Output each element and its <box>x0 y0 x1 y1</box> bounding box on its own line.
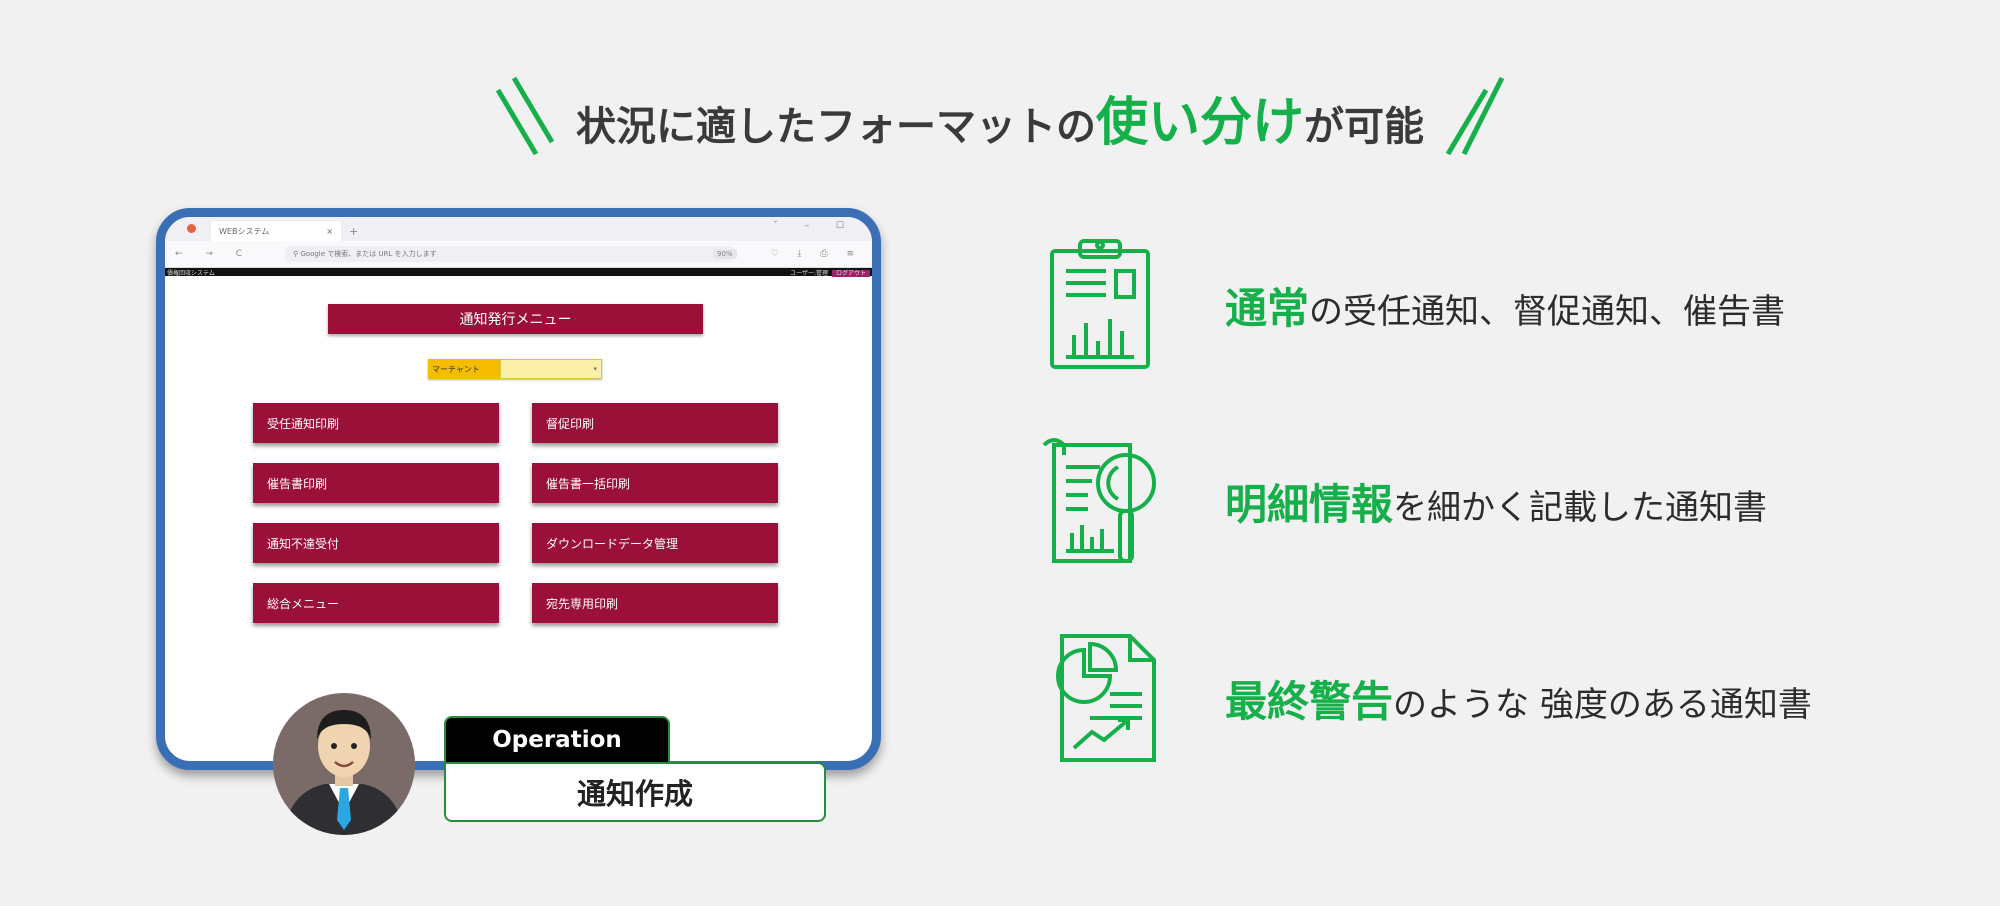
print-demand-letter-button[interactable]: 催告書印刷 <box>253 463 499 503</box>
browser-tab-title: WEBシステム <box>219 226 270 236</box>
browser-toolbar: ← → C ⚲ Google で検索、または URL を入力します 90% ♡ … <box>165 241 872 268</box>
feature-highlight: 最終警告 <box>1225 676 1394 726</box>
feature-item-detail: 明細情報を細かく記載した通知書 <box>1030 431 1860 571</box>
emphasis-lines-right-icon <box>1445 76 1505 156</box>
logout-link[interactable]: ログアウト <box>831 269 870 277</box>
tablet-screenshot: WEBシステム × + ˇ – ☐ ← → C ⚲ Google で検索、または… <box>156 208 881 770</box>
merchant-label: マーチャント <box>428 359 500 379</box>
menu-title: 通知発行メニュー <box>328 304 703 334</box>
headline-text: 状況に適したフォーマットの使い分けが可能 <box>576 80 1424 155</box>
main-menu-button[interactable]: 総合メニュー <box>253 583 499 623</box>
zoom-badge[interactable]: 90% <box>713 249 737 259</box>
print-acceptance-notice-button[interactable]: 受任通知印刷 <box>253 403 499 443</box>
browser-logo-icon <box>187 224 196 233</box>
operation-tag: Operation <box>444 716 670 762</box>
address-print-button[interactable]: 宛先専用印刷 <box>532 583 778 623</box>
operator-avatar <box>273 693 415 835</box>
feature-highlight: 通常 <box>1225 283 1310 333</box>
browser-tab-bar: WEBシステム × + ˇ – ☐ <box>165 217 872 241</box>
feature-text-final-warning: 最終警告のような 強度のある通知書 <box>1225 668 1812 729</box>
tab-close-icon[interactable]: × <box>326 226 333 236</box>
merchant-select[interactable]: マーチャント ▾ <box>428 359 602 379</box>
headline-accent: 使い分け <box>1095 92 1304 153</box>
feature-highlight: 明細情報 <box>1225 479 1394 529</box>
app-header-bar: 債権回収システム ユーザー:管理ログアウト <box>165 268 872 277</box>
user-info: ユーザー:管理 <box>790 269 828 277</box>
search-icon: ⚲ <box>293 250 301 258</box>
headline-suffix: が可能 <box>1304 103 1424 150</box>
feature-text-standard: 通常の受任通知、督促通知、催告書 <box>1225 275 1785 336</box>
undelivered-notice-button[interactable]: 通知不達受付 <box>253 523 499 563</box>
toolbar-icons[interactable]: ♡ ⤓ ⎙ ≡ <box>770 249 862 259</box>
download-data-button[interactable]: ダウンロードデータ管理 <box>532 523 778 563</box>
feature-item-final-warning: 最終警告のような 強度のある通知書 <box>1030 628 1860 768</box>
app-name: 債権回収システム <box>167 269 215 277</box>
report-pie-chart-icon <box>1056 634 1156 762</box>
feature-text-detail: 明細情報を細かく記載した通知書 <box>1225 471 1767 532</box>
feature-item-standard: 通常の受任通知、督促通知、催告書 <box>1030 235 1860 375</box>
headline-prefix: 状況に適したフォーマットの <box>575 103 1096 150</box>
merchant-dropdown[interactable]: ▾ <box>500 359 602 379</box>
bulk-print-demand-letter-button[interactable]: 催告書一括印刷 <box>532 463 778 503</box>
url-placeholder: Google で検索、または URL を入力します <box>300 250 437 258</box>
window-controls[interactable]: ˇ – ☐ <box>773 221 856 231</box>
emphasis-lines-left-icon <box>495 76 555 156</box>
headline: 状況に適したフォーマットの使い分けが可能 <box>0 62 2000 172</box>
chevron-down-icon: ▾ <box>593 365 597 373</box>
new-tab-button[interactable]: + <box>349 225 359 238</box>
operation-label: 通知作成 <box>444 762 826 822</box>
nav-buttons[interactable]: ← → C <box>175 249 253 259</box>
feature-rest: を細かく記載した通知書 <box>1393 487 1768 528</box>
browser-tab[interactable]: WEBシステム × <box>211 221 341 241</box>
feature-rest: の受任通知、督促通知、催告書 <box>1309 291 1786 332</box>
feature-rest: のような 強度のある通知書 <box>1393 684 1812 725</box>
url-input[interactable]: ⚲ Google で検索、または URL を入力します <box>285 246 733 262</box>
print-reminder-button[interactable]: 督促印刷 <box>532 403 778 443</box>
document-magnifier-icon <box>1042 438 1156 563</box>
clipboard-chart-icon <box>1050 239 1150 369</box>
